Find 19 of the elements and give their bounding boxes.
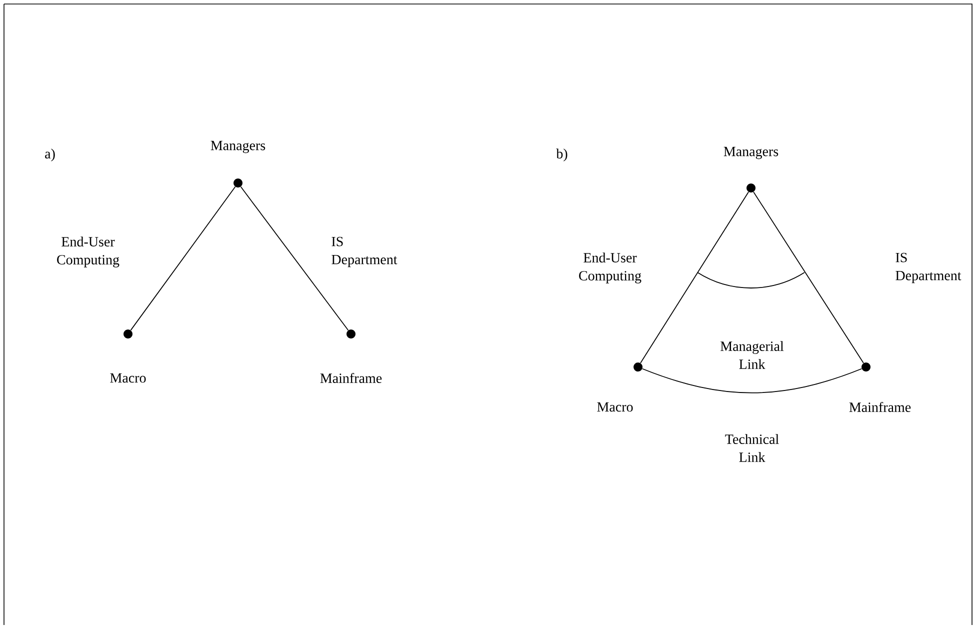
node-label: Managers xyxy=(724,146,778,160)
node-label: Mainframe xyxy=(849,402,911,412)
node-label: Mainframe xyxy=(320,373,382,383)
node-label: Managers xyxy=(210,140,266,154)
edge-label: Technical Link xyxy=(725,434,779,462)
edge-label: End-User Computing xyxy=(57,236,120,268)
line xyxy=(642,368,862,394)
panel-label: a) xyxy=(45,148,55,162)
edge-label: End-User Computing xyxy=(579,252,642,284)
line xyxy=(130,186,236,331)
edge-label: IS Department xyxy=(896,252,962,284)
line xyxy=(640,192,749,364)
node-label: Macro xyxy=(597,402,633,412)
panel-label: b) xyxy=(556,148,568,162)
line xyxy=(753,192,864,364)
line xyxy=(240,186,349,331)
arc-label: Managerial Link xyxy=(720,341,784,369)
node-label: Macro xyxy=(110,373,146,383)
edge-label: IS Department xyxy=(332,236,398,268)
